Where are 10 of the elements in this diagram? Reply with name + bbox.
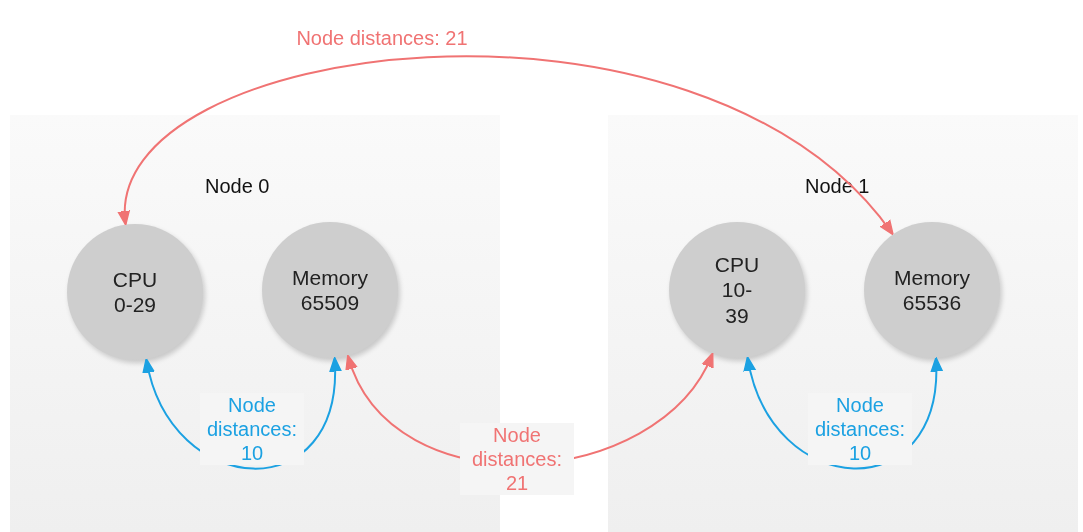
circle-label: Memory 65536 (894, 264, 970, 316)
arrow (744, 356, 942, 470)
circle-label: CPU 10-39 (714, 252, 760, 328)
panel-title: Node 1 (805, 175, 870, 198)
circle-label: Memory 65509 (292, 264, 368, 316)
arrow (143, 356, 341, 470)
circle-label: CPU 0-29 (112, 266, 158, 318)
edge-label: Node distances: 21 (460, 423, 574, 495)
numa-node-panel (608, 115, 1078, 532)
panel-title: Node 0 (205, 175, 270, 198)
